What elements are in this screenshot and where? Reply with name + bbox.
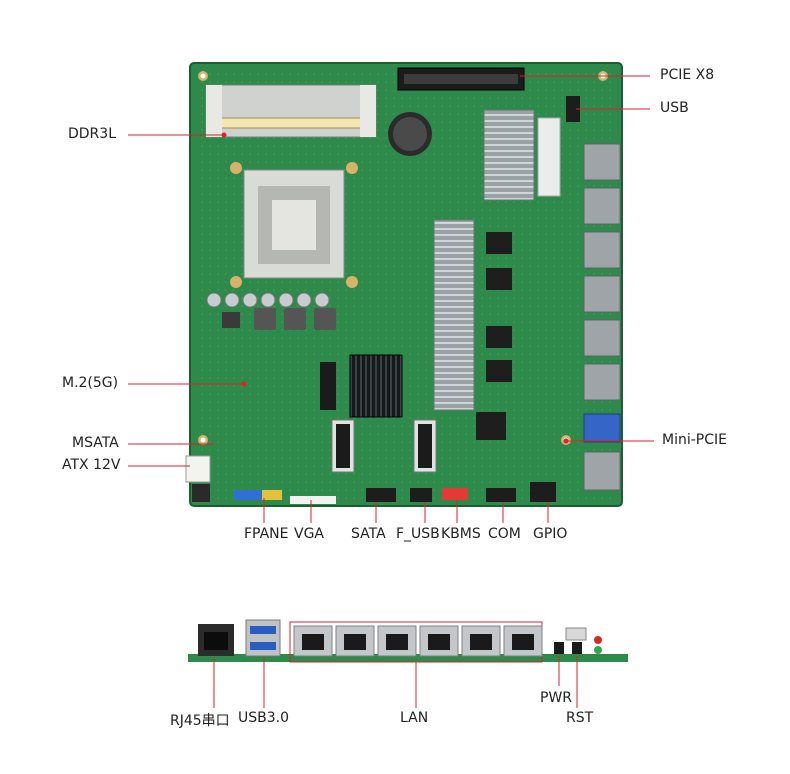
label-usb: USB [660,100,689,116]
rj45-stack [583,143,621,491]
bottom-headers [234,482,556,504]
label-pwr: PWR [540,690,573,706]
cmos-battery [388,112,432,156]
msata-slot [331,419,355,473]
label-kbms: KBMS [441,526,481,542]
label-usb30: USB3.0 [238,710,290,726]
leader-lines-board [128,75,654,523]
label-lan: LAN [400,710,429,726]
usb-header [566,96,580,122]
label-rst: RST [566,710,594,726]
label-msata: MSATA [72,435,119,451]
label-com: COM [488,526,521,542]
label-f-usb: F_USB [396,526,440,542]
label-atx12v: ATX 12V [62,457,121,473]
label-ddr3l: DDR3L [68,126,116,142]
label-rj45-serial: RJ45串口 [170,713,230,729]
serial-sticker [537,117,561,197]
minipcie-slot [413,419,437,473]
rear-io-panel [188,619,628,663]
inductors [222,308,336,330]
label-fpane: FPANE [244,526,289,542]
ddr3l-slot [205,84,377,138]
label-vga: VGA [294,526,325,542]
capacitor-row [206,292,330,308]
atx-jack [192,484,210,502]
leader-lines-io [213,656,578,708]
m2-slot [320,362,336,410]
black-heatsink [349,354,403,418]
cpu-socket [230,162,358,288]
label-mini-pcie: Mini-PCIE [662,432,727,448]
label-m2: M.2(5G) [62,375,119,391]
atx12v-connector [185,455,211,483]
usb3-port-board [583,413,621,443]
lan-controllers [476,232,512,440]
pcie-x8-slot [397,67,525,91]
label-sata: SATA [351,526,386,542]
long-heatsink [433,219,475,411]
pch-heatsink [483,109,535,201]
label-pcie-x8: PCIE X8 [660,67,715,83]
label-gpio: GPIO [533,526,568,542]
